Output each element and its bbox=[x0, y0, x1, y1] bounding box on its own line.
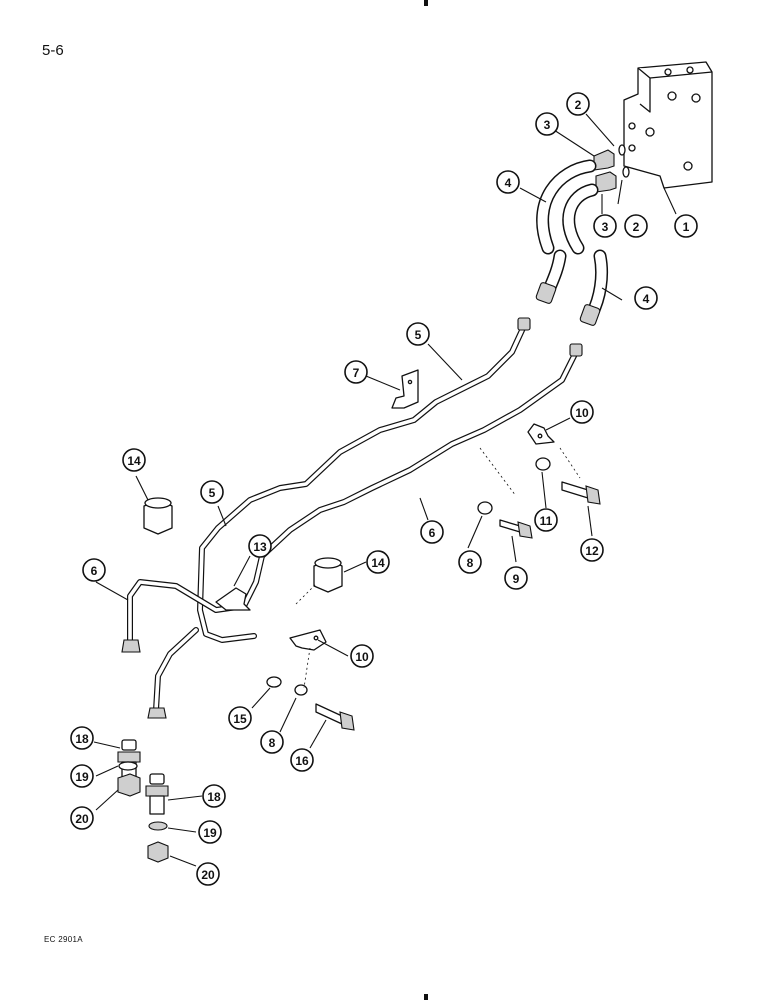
page-number: 5-6 bbox=[42, 42, 64, 59]
spacer-14-upper bbox=[143, 497, 173, 535]
hose-lower bbox=[562, 183, 609, 326]
callout-8-upper: 8 bbox=[458, 550, 482, 574]
svg-text:14: 14 bbox=[371, 556, 385, 570]
svg-text:20: 20 bbox=[75, 812, 89, 826]
callout-14-upper: 14 bbox=[122, 448, 146, 472]
callout-3-lower: 3 bbox=[593, 214, 617, 238]
washer-19-right bbox=[148, 821, 168, 831]
callout-15: 15 bbox=[228, 706, 252, 730]
clamp-10-upper bbox=[527, 423, 555, 445]
leader-lines bbox=[93, 113, 677, 867]
o-ring-lower bbox=[622, 166, 630, 178]
callout-1: 1 bbox=[674, 214, 698, 238]
callout-18-left: 18 bbox=[70, 726, 94, 750]
svg-text:2: 2 bbox=[633, 220, 640, 234]
o-ring-upper bbox=[618, 144, 626, 156]
svg-text:10: 10 bbox=[575, 406, 589, 420]
svg-text:4: 4 bbox=[505, 176, 512, 190]
washer-15 bbox=[266, 676, 282, 688]
svg-text:12: 12 bbox=[585, 544, 599, 558]
callout-16: 16 bbox=[290, 748, 314, 772]
pipe-5 bbox=[197, 317, 531, 643]
svg-text:19: 19 bbox=[203, 826, 217, 840]
callout-13: 13 bbox=[248, 534, 272, 558]
callout-19-right: 19 bbox=[198, 820, 222, 844]
top-registration-mark bbox=[424, 0, 428, 6]
callout-20-right: 20 bbox=[196, 862, 220, 886]
svg-text:13: 13 bbox=[253, 540, 267, 554]
callout-2-lower: 2 bbox=[624, 214, 648, 238]
callout-6-right: 6 bbox=[420, 520, 444, 544]
svg-text:6: 6 bbox=[429, 526, 436, 540]
callout-14-lower: 14 bbox=[366, 550, 390, 574]
svg-text:3: 3 bbox=[544, 118, 551, 132]
nut-20-right bbox=[147, 841, 169, 863]
svg-text:9: 9 bbox=[513, 572, 520, 586]
callout-4-lower: 4 bbox=[634, 286, 658, 310]
svg-text:6: 6 bbox=[91, 564, 98, 578]
nut-20-left bbox=[117, 773, 141, 797]
svg-text:20: 20 bbox=[201, 868, 215, 882]
svg-text:10: 10 bbox=[355, 650, 369, 664]
callout-3-upper: 3 bbox=[535, 112, 559, 136]
callout-12: 12 bbox=[580, 538, 604, 562]
lock-washer-11 bbox=[535, 457, 551, 471]
callout-10-upper: 10 bbox=[570, 400, 594, 424]
svg-text:7: 7 bbox=[353, 366, 360, 380]
svg-text:14: 14 bbox=[127, 454, 141, 468]
valve-block bbox=[623, 61, 713, 189]
hose-upper bbox=[535, 159, 597, 304]
washer-19-left bbox=[118, 761, 138, 771]
svg-text:15: 15 bbox=[233, 712, 247, 726]
callout-8-lower: 8 bbox=[260, 730, 284, 754]
svg-text:11: 11 bbox=[540, 514, 553, 528]
callout-18-right: 18 bbox=[202, 784, 226, 808]
callout-7: 7 bbox=[344, 360, 368, 384]
fitting-18-right bbox=[145, 773, 169, 815]
svg-text:18: 18 bbox=[75, 732, 89, 746]
lock-washer-8-lower bbox=[294, 684, 308, 696]
bottom-registration-mark bbox=[424, 994, 428, 1000]
svg-text:16: 16 bbox=[295, 754, 309, 768]
callout-20-left: 20 bbox=[70, 806, 94, 830]
adapter-upper bbox=[593, 149, 615, 171]
callout-5-upper: 5 bbox=[406, 322, 430, 346]
svg-text:18: 18 bbox=[207, 790, 221, 804]
callout-10-lower: 10 bbox=[350, 644, 374, 668]
clip-7 bbox=[391, 369, 419, 409]
svg-text:4: 4 bbox=[643, 292, 650, 306]
figure-code: EC 2901A bbox=[44, 935, 83, 944]
svg-text:8: 8 bbox=[269, 736, 276, 750]
callout-9: 9 bbox=[504, 566, 528, 590]
svg-text:1: 1 bbox=[683, 220, 690, 234]
callout-4-upper: 4 bbox=[496, 170, 520, 194]
svg-text:19: 19 bbox=[75, 770, 89, 784]
bolt-12 bbox=[561, 481, 601, 505]
svg-text:3: 3 bbox=[602, 220, 609, 234]
adapter-lower bbox=[595, 171, 617, 193]
callout-19-left: 19 bbox=[70, 764, 94, 788]
callout-6-left: 6 bbox=[82, 558, 106, 582]
svg-text:5: 5 bbox=[209, 486, 216, 500]
clamp-10-lower bbox=[289, 629, 327, 651]
lock-washer-8-upper bbox=[477, 501, 493, 515]
svg-text:8: 8 bbox=[467, 556, 474, 570]
svg-text:5: 5 bbox=[415, 328, 422, 342]
clamp-13 bbox=[215, 587, 251, 611]
bolt-16 bbox=[315, 703, 355, 731]
bolt-9 bbox=[499, 519, 533, 539]
callout-5-lower: 5 bbox=[200, 480, 224, 504]
svg-text:2: 2 bbox=[575, 98, 582, 112]
spacer-14-lower bbox=[313, 557, 343, 593]
pipe-6 bbox=[121, 343, 583, 719]
callout-2-upper: 2 bbox=[566, 92, 590, 116]
callout-11: 11 bbox=[534, 508, 558, 532]
